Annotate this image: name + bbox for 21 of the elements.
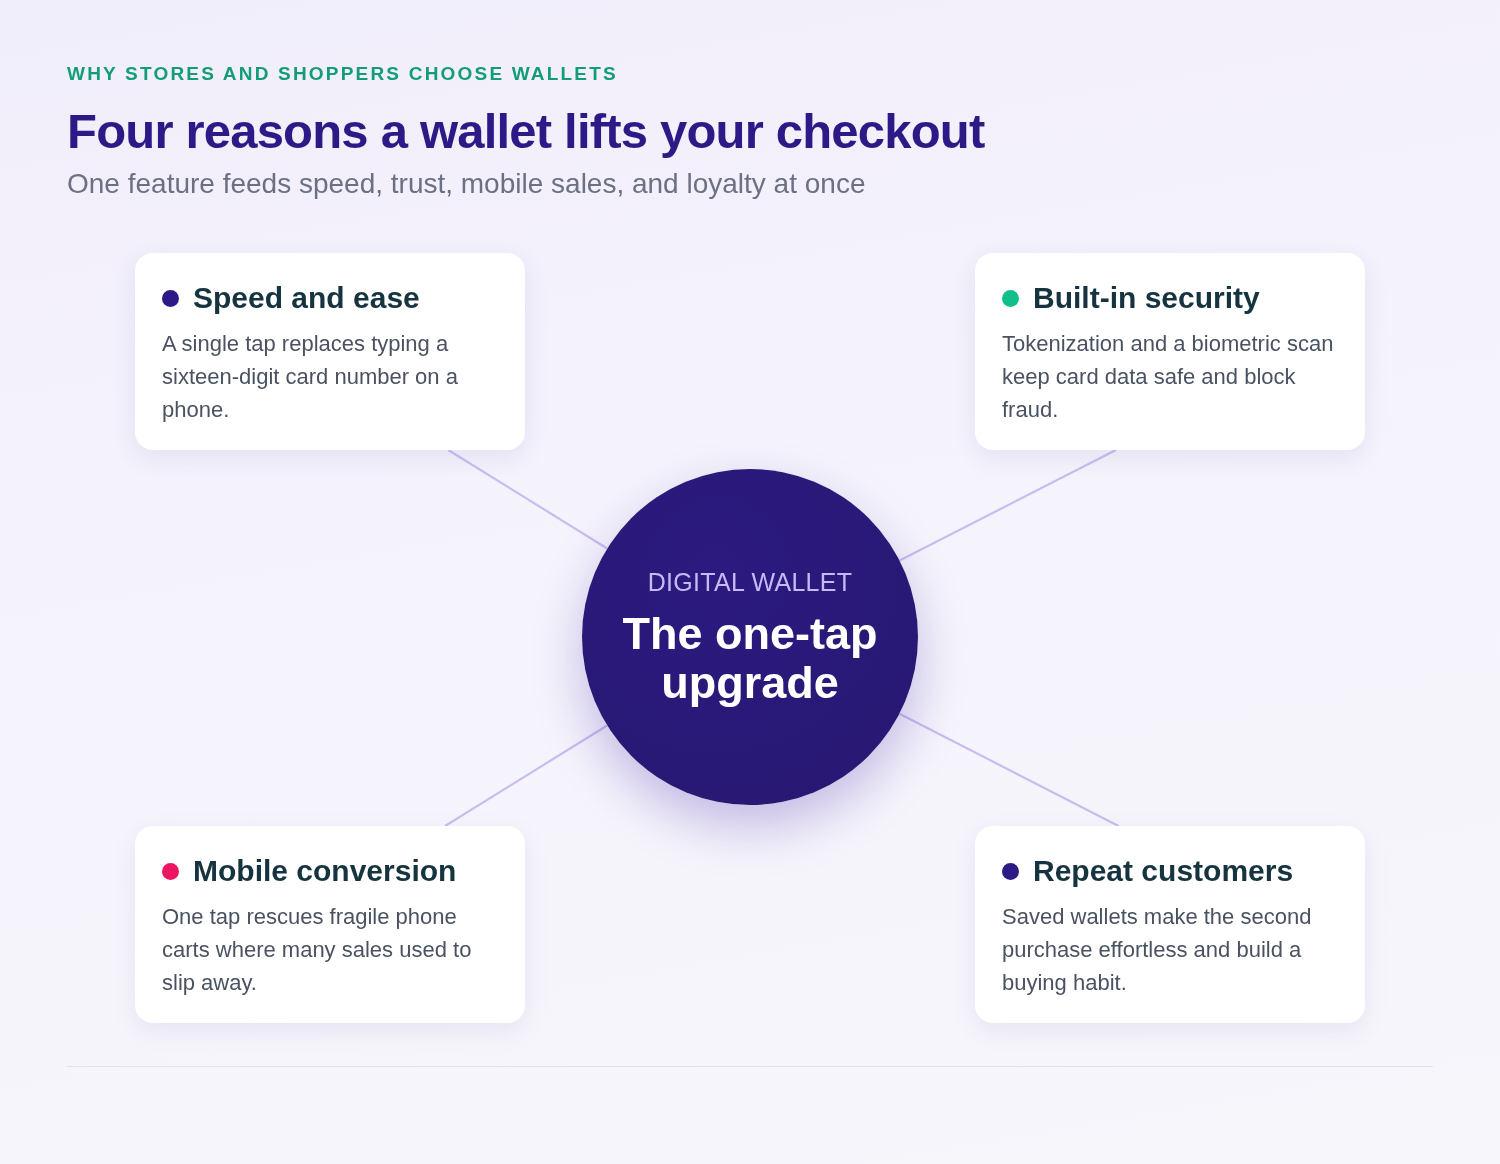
card-description: Tokenization and a biometric scan keep card data safe and block fraud. [1002, 330, 1335, 424]
title: Four reasons a wallet lifts your checkout [67, 103, 985, 160]
card-heading: Built-in security [1033, 280, 1260, 316]
connector-line [899, 449, 1117, 562]
connector-line [899, 712, 1120, 827]
connector-line [444, 724, 608, 827]
card-description: A single tap replaces typing a sixteen-digit card number on a phone. [162, 330, 459, 424]
card-heading: Mobile conversion [193, 853, 457, 889]
hub-kicker: DIGITAL WALLET [647, 567, 853, 597]
feature-card [975, 253, 1365, 450]
feature-card [135, 253, 525, 450]
card-description: One tap rescues fragile phone carts where many sales used to slip away. [162, 903, 473, 997]
card-description: Saved wallets make the second purchase effortless and build a buying habit. [1002, 903, 1313, 997]
hub-title: The one-tap upgrade [621, 609, 879, 707]
section-kicker: WHY STORES AND SHOPPERS CHOOSE WALLETS [67, 63, 618, 85]
connector-line [447, 449, 608, 550]
card-heading: Speed and ease [193, 280, 420, 316]
feature-card [975, 826, 1365, 1023]
feature-card [135, 826, 525, 1023]
card-heading: Repeat customers [1033, 853, 1294, 889]
subtitle: One feature feeds speed, trust, mobile sales, and loyalty at once [67, 168, 866, 200]
